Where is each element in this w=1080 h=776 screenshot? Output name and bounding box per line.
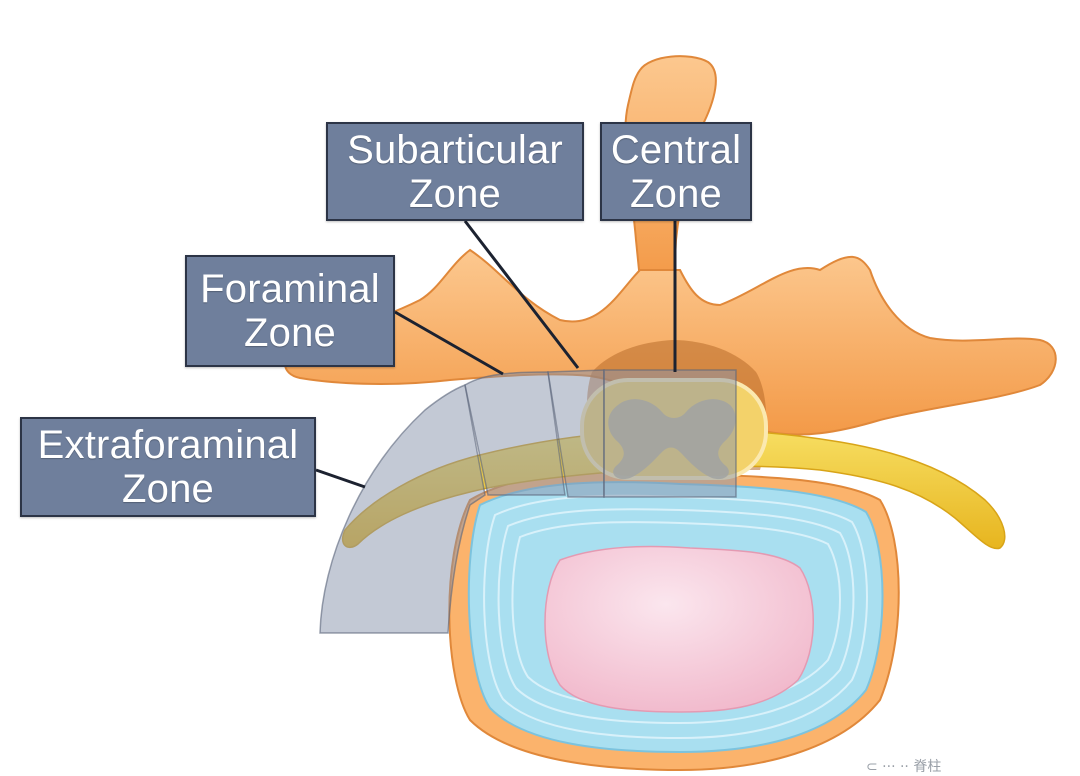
central-label-line2: Zone: [630, 171, 722, 216]
leader-line-subarticular: [463, 220, 580, 369]
subarticular-label-line1: Subarticular: [347, 127, 563, 172]
foraminal-zone-overlay: [464, 371, 566, 496]
extraforaminal-label-line2: Zone: [122, 467, 214, 511]
subarticular-zone-label: Subarticular Zone: [326, 122, 584, 221]
leader-line-extraforaminal: [315, 468, 366, 489]
subarticular-label-line2: Zone: [409, 171, 501, 216]
foraminal-label-line1: Foraminal: [200, 267, 380, 311]
foraminal-label-line2: Zone: [244, 311, 336, 355]
watermark: ⊂ ··· ·· 脊柱: [866, 759, 942, 775]
nucleus-pulposus: [544, 545, 814, 713]
extraforaminal-zone-label: Extraforaminal Zone: [20, 417, 316, 517]
leader-lines: [315, 220, 677, 489]
central-zone-overlay: [603, 369, 737, 498]
extraforaminal-label-line1: Extraforaminal: [37, 423, 299, 467]
extraforaminal-zone-overlay: [319, 383, 486, 634]
zone-overlays: [319, 369, 737, 634]
leader-line-foraminal: [394, 310, 504, 376]
central-label-line1: Central: [610, 127, 742, 172]
foraminal-zone-label: Foraminal Zone: [185, 255, 395, 367]
central-zone-label: Central Zone: [600, 122, 752, 221]
